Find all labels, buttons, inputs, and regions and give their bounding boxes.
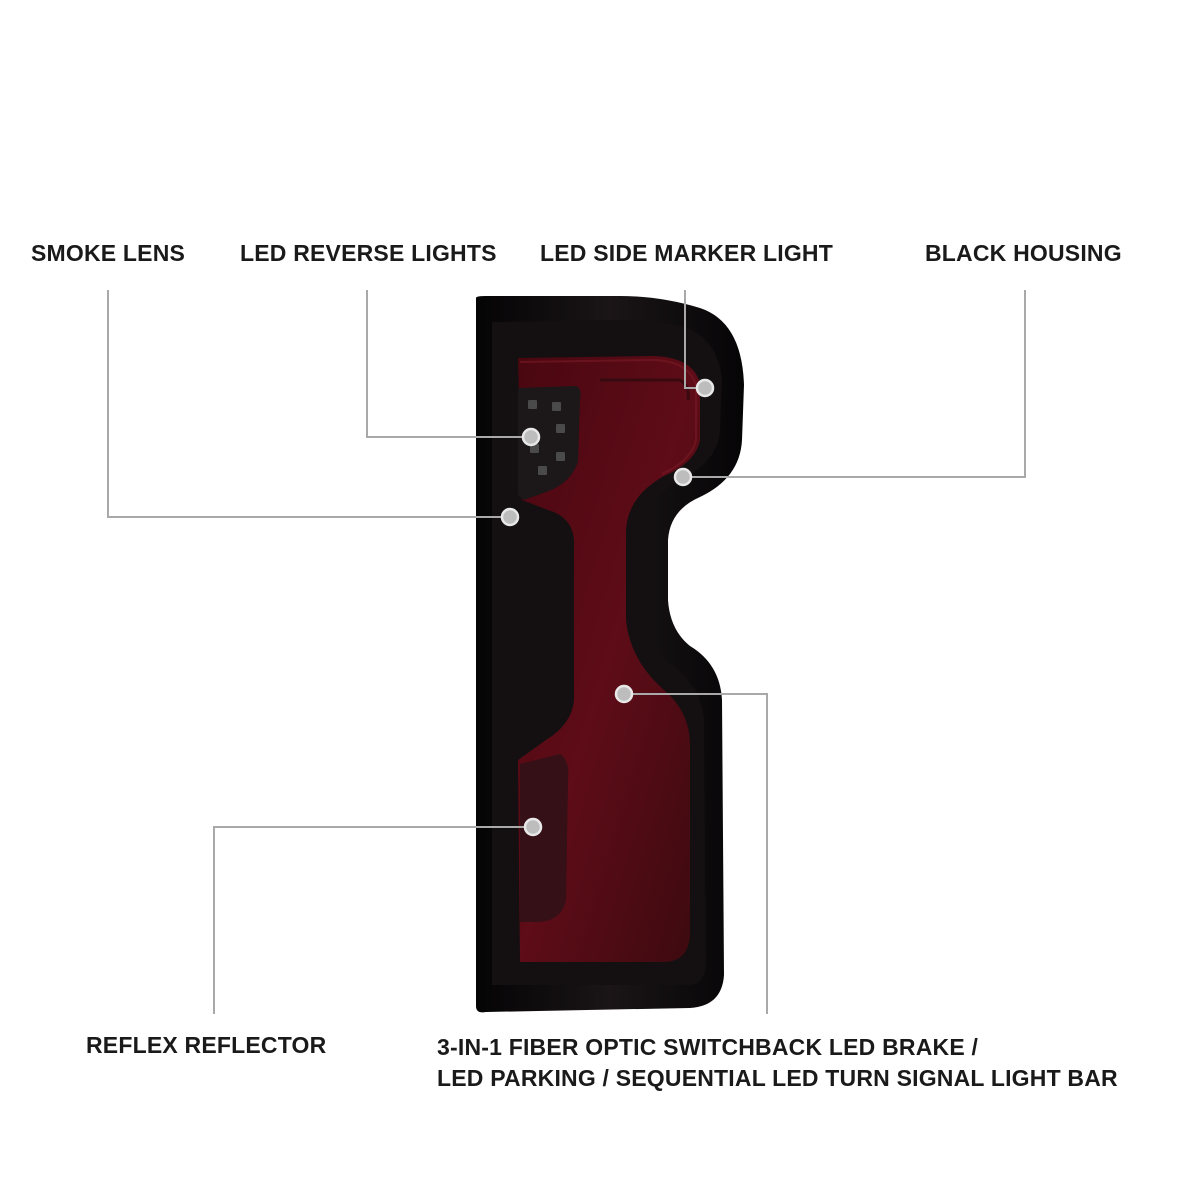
- leader-lines: [107, 290, 1026, 1014]
- fiber-optic-label-line-2: LED PARKING / SEQUENTIAL LED TURN SIGNAL…: [437, 1065, 1118, 1091]
- fiber-optic-label-line-1: 3-IN-1 FIBER OPTIC SWITCHBACK LED BRAKE …: [437, 1034, 979, 1060]
- leader-reflex-reflector: [213, 826, 533, 1014]
- led-reverse-lights-label: LED REVERSE LIGHTS: [240, 240, 497, 266]
- leader-reverse-lights: [366, 290, 531, 438]
- black-housing-label: BLACK HOUSING: [925, 240, 1122, 266]
- dot-reverse-lights: [521, 427, 541, 447]
- leader-black-housing: [683, 290, 1026, 478]
- leader-smoke-lens: [107, 290, 510, 518]
- fiber-optic-light-bar-label: 3-IN-1 FIBER OPTIC SWITCHBACK LED BRAKE …: [437, 1032, 1118, 1094]
- dot-smoke-lens: [500, 507, 520, 527]
- lens-inner-line: [600, 378, 690, 401]
- led-side-marker-light-label: LED SIDE MARKER LIGHT: [540, 240, 833, 266]
- dot-black-housing: [673, 467, 693, 487]
- reflex-reflector-label: REFLEX REFLECTOR: [86, 1032, 327, 1058]
- dot-fiber-optic: [614, 684, 634, 704]
- reverse-light-block: [518, 386, 581, 500]
- leader-fiber-optic: [624, 693, 768, 1014]
- smoke-lens-label: SMOKE LENS: [31, 240, 186, 266]
- dot-reflex-reflector: [523, 817, 543, 837]
- callout-dots: [500, 378, 715, 837]
- dot-side-marker: [695, 378, 715, 398]
- reverse-led-chips: [528, 400, 565, 475]
- reflex-reflector-shape: [520, 754, 569, 922]
